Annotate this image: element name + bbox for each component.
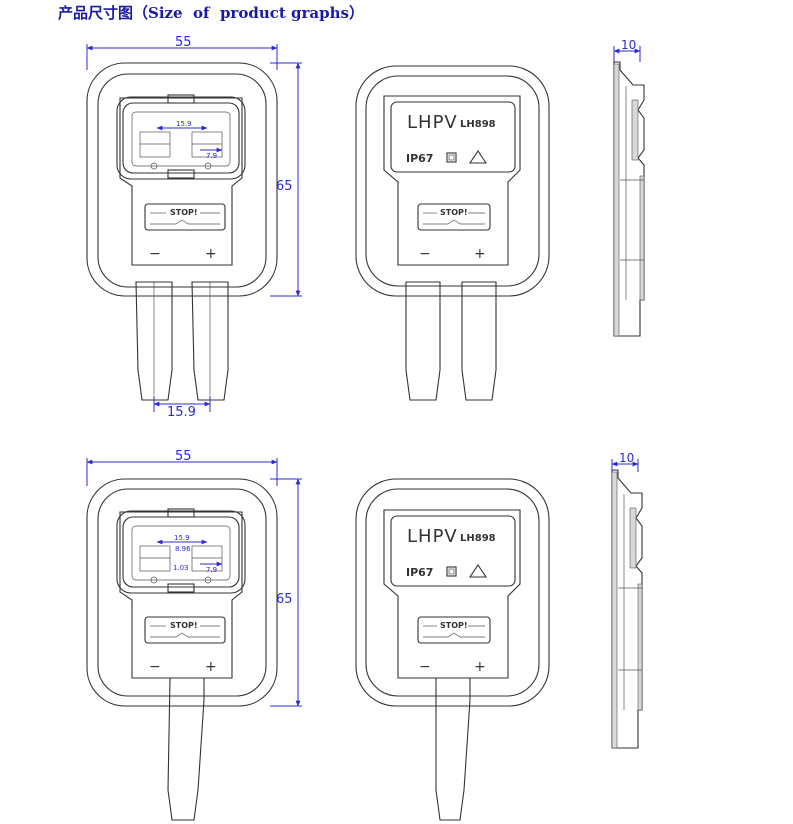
plus-sign-2: +	[474, 246, 486, 262]
pitch-dim: 15.9	[167, 405, 196, 420]
height-dim-1: 65	[276, 179, 293, 194]
ip-rating-2: IP67	[406, 566, 433, 579]
pin-pitch-label-1: 15.9	[176, 120, 192, 128]
minus-sign-4: −	[419, 659, 431, 675]
tiny-dim-b: 1.03	[173, 564, 189, 572]
side-view-1: 10	[613, 38, 645, 337]
side-view-2: 10	[611, 451, 643, 749]
plus-sign-4: +	[474, 659, 486, 675]
plus-sign-3: +	[205, 659, 217, 675]
minus-sign-2: −	[419, 246, 431, 262]
stop-label-4: STOP!	[440, 621, 468, 630]
thickness-dim-1: 10	[621, 38, 636, 52]
ip-rating-1: IP67	[406, 152, 433, 165]
page-title: 产品尺寸图（Size of product graphs）	[58, 4, 364, 22]
pin-offset-label-2: 7.9	[206, 566, 217, 574]
closed-view-dual-cable: LHPV LH898 IP67 STOP! − +	[355, 65, 550, 401]
stop-label-2: STOP!	[440, 208, 468, 217]
pin-offset-label-1: 7.9	[206, 152, 217, 160]
closed-view-single-cable: LHPV LH898 IP67 STOP! − +	[355, 478, 550, 821]
minus-sign-3: −	[149, 659, 161, 675]
stop-label-3: STOP!	[170, 621, 198, 630]
front-view-dual-cable: 15.9 7.9 STOP! − + 55 65 15.9	[86, 35, 302, 420]
height-dim-2: 65	[276, 592, 293, 607]
pin-pitch-label-2: 15.9	[174, 534, 190, 542]
model-label-2: LH898	[460, 533, 496, 544]
tiny-dim-a: 8.96	[175, 545, 191, 553]
brand-logo-1: LHPV	[407, 112, 458, 133]
brand-logo-2: LHPV	[407, 526, 458, 547]
model-label-1: LH898	[460, 119, 496, 130]
width-dim-2: 55	[175, 449, 192, 464]
front-view-single-cable: 15.9 8.96 1.03 7.9 STOP! − + 55 65	[86, 449, 302, 821]
width-dim-1: 55	[175, 35, 192, 50]
stop-label-1: STOP!	[170, 208, 198, 217]
plus-sign-1: +	[205, 246, 217, 262]
minus-sign-1: −	[149, 246, 161, 262]
thickness-dim-2: 10	[619, 451, 634, 465]
